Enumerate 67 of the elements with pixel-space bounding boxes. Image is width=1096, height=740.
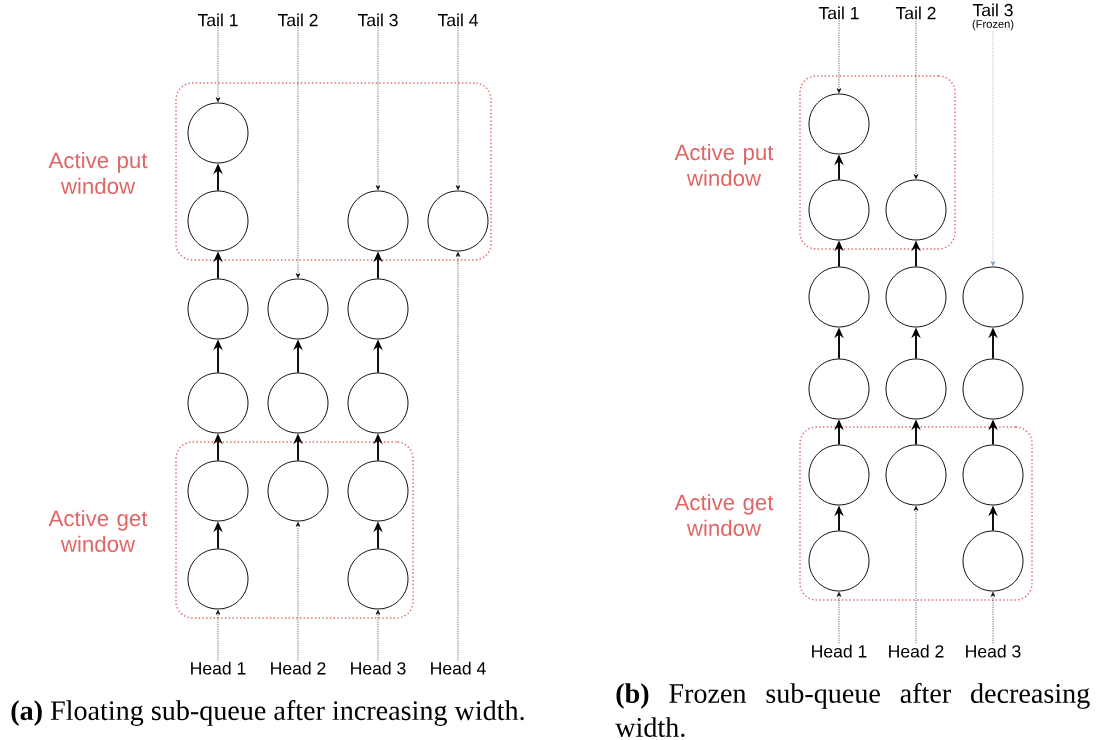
queue-node-circle [187,460,249,522]
queue-node-circle [347,190,409,252]
pointer-label: Tail 2 [895,6,936,20]
queue-node-circle [962,530,1024,592]
node-label: Active put window [674,143,774,187]
node-label: Active get window [48,509,148,553]
arrow [455,251,461,661]
caption: (b) Frozen sub-queue after decreasing width. [615,682,1090,738]
pointer-label: Head 4 [431,661,486,675]
queue-node-circle [962,266,1024,328]
arrow [215,27,221,103]
queue-node-circle [808,444,870,506]
arrow [215,609,221,661]
queue-node-circle [187,278,249,340]
queue-node-circle [962,358,1024,420]
arrow [455,27,461,191]
queue-node-circle [187,548,249,610]
queue-node-circle [885,266,947,328]
queue-node-circle [187,102,249,164]
queue-node-circle [885,179,947,241]
queue-node-circle [808,266,870,328]
arrow [375,609,381,661]
pointer-label: Tail 3 (Frozen) [972,3,1014,31]
queue-node-circle [808,93,870,155]
arrow [295,521,301,661]
arrow [375,27,381,191]
arrow [836,591,842,644]
queue-node-circle [962,444,1024,506]
queue-node-circle [885,358,947,420]
arrow [295,27,301,279]
arrow [990,591,996,644]
queue-node-circle [808,530,870,592]
pointer-label: Head 3 [351,661,406,675]
pointer-label: Tail 1 [818,6,859,20]
arrow [836,20,842,94]
pointer-label: Tail 4 [437,13,478,27]
caption: (a) Floating sub-queue after increasing width. [11,700,524,726]
queue-node-circle [347,372,409,434]
queue-node-circle [347,548,409,610]
node-label: Active get window [674,493,774,537]
queue-node-circle [885,444,947,506]
window-box: Active get window [48,441,414,619]
pointer-label: Head 3 [966,644,1021,658]
arrow [913,505,919,644]
queue-node-circle [267,278,329,340]
queue-node-circle [267,460,329,522]
arrow [913,20,919,180]
pointer-label: Tail 3 [357,13,398,27]
queue-node-circle [427,190,489,252]
pointer-label: Head 1 [812,644,867,658]
queue-node-circle [808,179,870,241]
window-box: Active get window [674,426,1033,601]
queue-node-circle [347,460,409,522]
window-box: Active put window [48,82,492,261]
window-box: Active put window [674,75,956,250]
pointer-label: Tail 1 [197,13,238,27]
pointer-label: Head 2 [271,661,326,675]
queue-node-circle [187,372,249,434]
queue-node-circle [187,190,249,252]
queue-node-circle [267,372,329,434]
queue-node-circle [808,358,870,420]
pointer-label: Head 1 [191,661,246,675]
arrow [990,31,996,267]
pointer-label: Tail 2 [277,13,318,27]
node-label: Active put window [48,151,148,195]
pointer-label: Head 2 [889,644,944,658]
queue-node-circle [347,278,409,340]
